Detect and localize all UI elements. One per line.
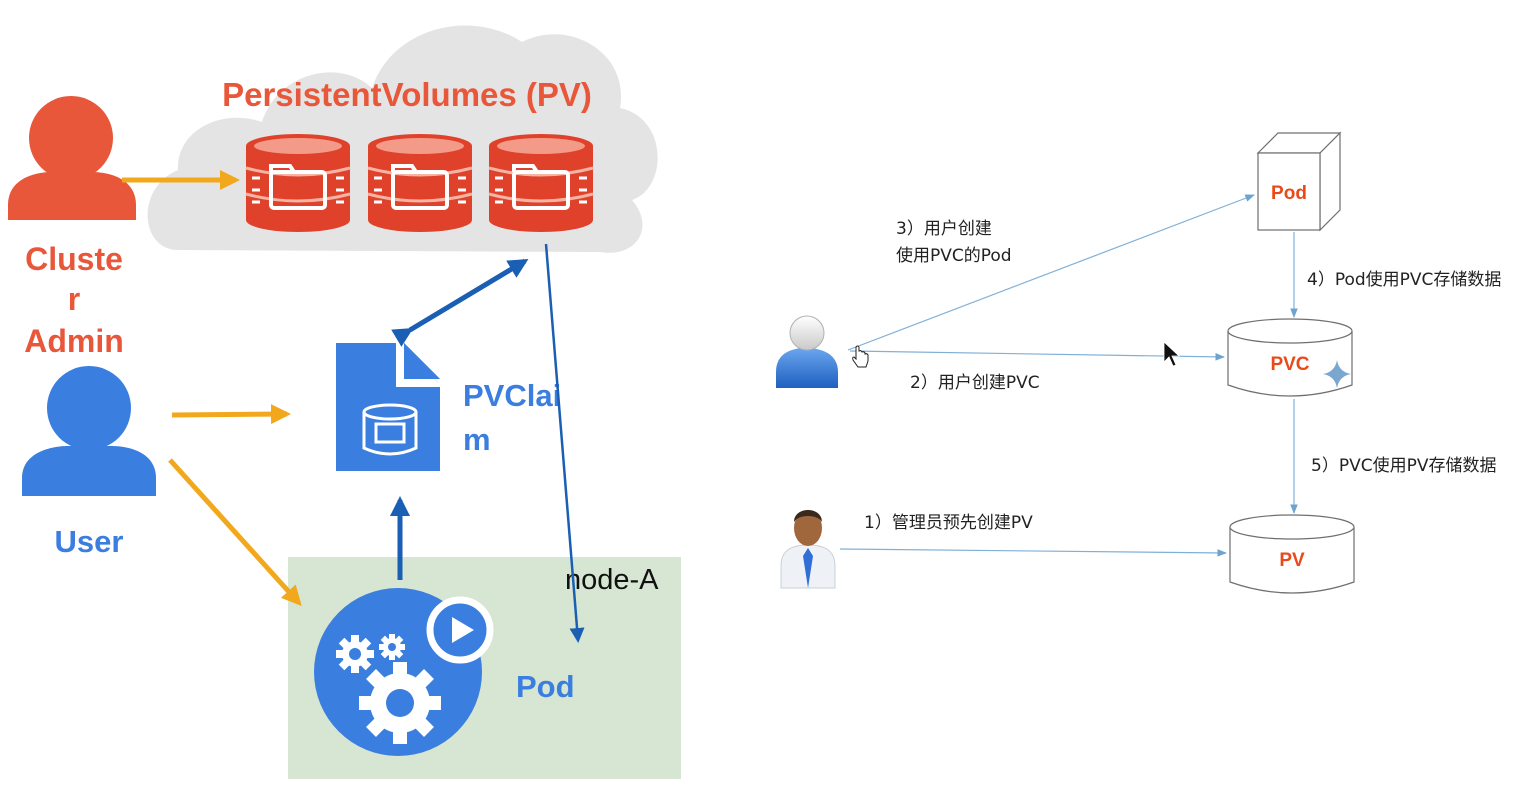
pod-box-label: Pod — [1271, 183, 1307, 204]
arrow-cursor-icon — [1163, 341, 1181, 367]
pv-box-label: PV — [1279, 550, 1305, 571]
node-a-label: node-A — [565, 564, 659, 596]
step4-label: 4）Pod使用PVC存储数据 — [1307, 269, 1501, 290]
step2-label: 2）用户创建PVC — [910, 373, 1040, 393]
pv-cylinder — [1229, 514, 1355, 594]
pvc-box-label: PVC — [1270, 354, 1309, 375]
user-label: User — [55, 524, 124, 559]
step1-label: 1）管理员预先创建PV — [864, 513, 1033, 533]
cluster-admin-label-2: r — [68, 281, 80, 317]
pv-disk-icon — [487, 132, 595, 234]
pod-gear-icon — [314, 588, 494, 756]
line-user-to-pod — [847, 194, 1255, 351]
step5-label: 5）PVC使用PV存储数据 — [1311, 455, 1496, 476]
cluster-admin-icon — [8, 96, 136, 220]
line-admin-to-pv — [839, 548, 1227, 557]
hand-cursor-icon — [852, 345, 869, 368]
arrow-pv-to-pod — [544, 243, 585, 643]
pvc-label-1: PVClai — [463, 378, 561, 413]
person-icon — [776, 315, 838, 388]
pod-box — [1256, 131, 1342, 232]
pv-disk-icon — [366, 132, 474, 234]
arrow-user-to-pvc — [171, 404, 291, 425]
arrow-pvc-to-pv — [391, 258, 529, 347]
line-user-to-pvc — [849, 350, 1225, 361]
businessman-icon — [780, 510, 836, 589]
sparkle-icon — [1323, 360, 1351, 388]
user-icon — [22, 366, 156, 496]
pod-label: Pod — [516, 669, 575, 704]
pvc-label-2: m — [463, 422, 491, 457]
cluster-admin-label-1: Cluste — [25, 241, 123, 277]
cloud-title: PersistentVolumes (PV) — [222, 76, 592, 113]
arrow-user-to-pod — [168, 458, 302, 606]
pvc-cylinder — [1227, 318, 1353, 397]
pv-disk-icon — [244, 132, 352, 234]
pvc-document-icon — [336, 343, 440, 471]
cluster-admin-label-3: Admin — [24, 323, 124, 359]
step3-line2: 使用PVC的Pod — [896, 245, 1012, 266]
step3-line1: 3）用户创建 — [896, 219, 992, 239]
play-icon — [452, 617, 474, 643]
